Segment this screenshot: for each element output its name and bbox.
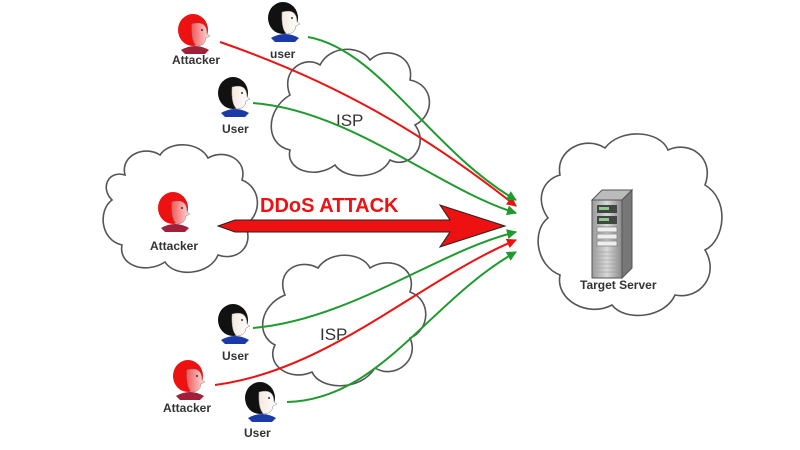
attack-line (214, 238, 517, 386)
legit-line (286, 251, 517, 403)
user-user-mid-bottom: User (218, 304, 251, 363)
user-icon (245, 382, 278, 422)
attacker-icon (158, 192, 191, 232)
user-user-bottom: User (244, 382, 278, 440)
user-user-top: user (268, 2, 301, 61)
attacker-label: Attacker (150, 239, 198, 253)
isp-label-top: ISP (336, 111, 363, 130)
user-user-mid-top: User (218, 77, 251, 136)
user-label: User (244, 426, 271, 440)
attacker-icon (178, 14, 211, 54)
legit-line (307, 36, 517, 201)
user-icon (218, 304, 251, 344)
attacker-icon (173, 360, 206, 400)
legit-line (252, 229, 517, 329)
attacker-label: Attacker (172, 53, 220, 67)
attacker-attacker-top: Attacker (172, 14, 220, 67)
user-label: User (222, 122, 249, 136)
user-icon (218, 77, 251, 117)
ddos-attack-arrow (216, 204, 507, 248)
attacker-attacker-center: Attacker (150, 192, 198, 253)
attacker-label: Attacker (163, 401, 211, 415)
target-server-label: Target Server (580, 278, 657, 292)
server-icon (590, 188, 634, 280)
connections (214, 36, 517, 403)
legit-line (252, 102, 517, 216)
isp-label-bottom: ISP (320, 325, 347, 344)
attack-line (219, 41, 517, 207)
isp-cloud-top (270, 48, 431, 177)
user-label: user (270, 47, 296, 61)
user-label: User (222, 349, 249, 363)
user-icon (268, 2, 301, 42)
ddos-title: DDoS ATTACK (260, 195, 399, 217)
attacker-attacker-bottom: Attacker (163, 360, 211, 415)
